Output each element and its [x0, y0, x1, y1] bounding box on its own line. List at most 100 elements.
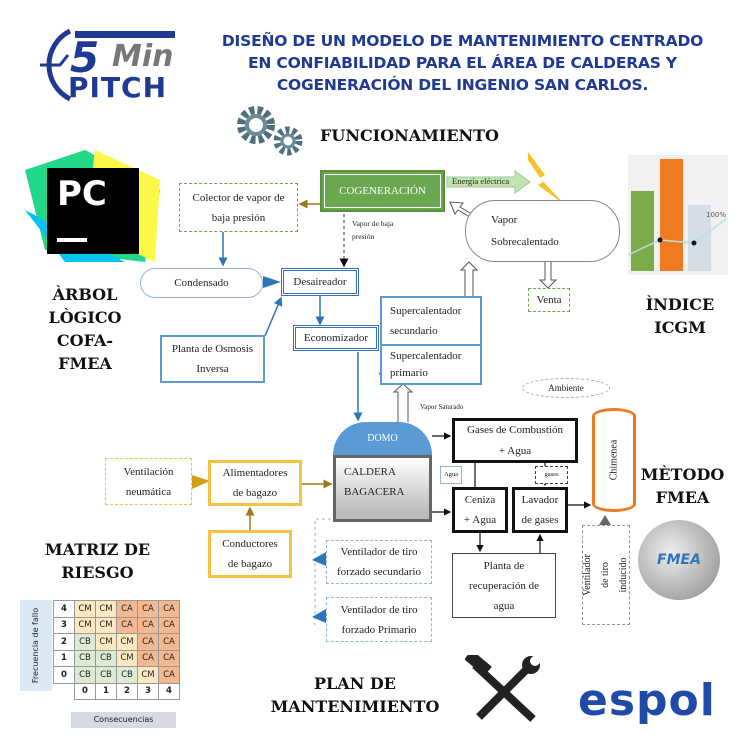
risk-cell: CB	[116, 666, 138, 684]
risk-cell: CB	[74, 649, 96, 667]
consequence-cell: 1	[95, 682, 117, 700]
cogeneracion-box: COGENERACIÓN	[320, 170, 445, 212]
frequency-cell: 3	[53, 616, 75, 634]
icgm-chart: 100%	[628, 155, 728, 275]
section-funcionamiento: FUNCIONAMIENTO	[320, 126, 499, 145]
risk-cell: CM	[95, 633, 117, 651]
alimentadores-bagazo-box: Alimentadores de bagazo	[208, 460, 302, 506]
espol-logo: espol	[578, 675, 716, 726]
chimenea-label: Chimenea	[608, 439, 620, 481]
risk-cell: CM	[74, 600, 96, 618]
section-metodo-fmea: MÈTODO FMEA	[630, 463, 735, 509]
risk-cell: CA	[158, 649, 180, 667]
logo-number: 5	[70, 33, 100, 82]
text-line: MATRIZ DE	[44, 540, 151, 559]
energia-electrica-label: Energía eléctrica	[452, 176, 510, 186]
vapor-sobrecalentado-cloud: Vapor Sobrecalentado	[465, 200, 620, 262]
logo-ring-icon	[40, 28, 175, 102]
title-line: EN CONFIABILIDAD PARA EL ÁREA DE CALDERA…	[248, 54, 677, 72]
consequence-cell: 4	[158, 682, 180, 700]
text-line: PLAN DE	[314, 674, 396, 693]
condensado-cloud: Condensado	[140, 268, 263, 298]
matrix-ylabel: Frecuencia de fallo	[31, 607, 41, 684]
vapor-baja-label: Vapor de baja presión	[352, 219, 394, 241]
risk-cell: CA	[116, 600, 138, 618]
planta-recuperacion-box: Planta de recuperación de agua	[452, 553, 556, 618]
text-line: FMEA	[655, 488, 710, 507]
consequence-cell: 2	[116, 682, 138, 700]
domo-box: DOMO	[333, 422, 432, 455]
risk-cell: CA	[158, 616, 180, 634]
text-line: LÒGICO	[48, 308, 122, 327]
risk-cell: CA	[137, 649, 159, 667]
venta-box: Venta	[528, 288, 570, 312]
text-line: ÌNDICE	[645, 295, 715, 314]
matrix-xlabel: Consecuencias	[93, 715, 154, 724]
chart-bar-orange	[660, 159, 683, 271]
chimenea-cylinder: Chimenea	[592, 408, 636, 512]
text-line: COFA-	[56, 331, 114, 350]
caldera-bagacera-box: CALDERA BAGACERA	[333, 455, 432, 522]
ceniza-agua-box: Ceniza + Agua	[452, 487, 508, 533]
risk-cell: CA	[137, 633, 159, 651]
risk-cell: CA	[137, 600, 159, 618]
pc-logo-text: PC	[57, 174, 107, 214]
text-line: MÈTODO	[640, 465, 725, 484]
ventilador-primario-box: Ventilador de tiro forzado Primario	[326, 597, 432, 642]
chart-label: 100%	[706, 211, 727, 219]
tools-icon	[465, 655, 540, 722]
matrix-xlabel-cell: Consecuencias	[71, 712, 176, 728]
agua-box: Agua	[440, 466, 462, 484]
pycharm-logo: PC	[25, 150, 160, 262]
risk-matrix-ylabel-cell: Frecuencia de fallo	[20, 600, 52, 691]
text-line: FMEA	[58, 354, 112, 373]
supercalentador-primario-box: Supercalentador primario	[380, 344, 482, 385]
text-line: ÀRBOL	[52, 285, 118, 304]
supercalentador-secundario-box: Supercalentador secundario	[380, 296, 482, 346]
fmea-globe-label: FMEA	[657, 552, 701, 568]
risk-cell: CM	[95, 600, 117, 618]
ventilador-inducido-box: Ventilador de tiro inducido	[582, 525, 630, 625]
cloud-label: Vapor Sobrecalentado	[491, 214, 559, 248]
risk-cell: CA	[116, 616, 138, 634]
frequency-cell: 1	[53, 649, 75, 667]
risk-cell: CA	[158, 600, 180, 618]
page-title: DISEÑO DE UN MODELO DE MANTENIMIENTO CEN…	[185, 30, 740, 96]
section-arbol-logico: ÀRBOL LÒGICO COFA- FMEA	[30, 283, 140, 375]
risk-cell: CM	[74, 616, 96, 634]
empty-cell	[53, 683, 75, 700]
logo-min: Min	[112, 39, 174, 74]
risk-cell: CA	[137, 616, 159, 634]
ambiente-ellipse: Ambiente	[522, 378, 610, 398]
risk-cell: CA	[158, 633, 180, 651]
risk-cell: CM	[137, 666, 159, 684]
frequency-cell: 0	[53, 666, 75, 684]
title-line: DISEÑO DE UN MODELO DE MANTENIMIENTO CEN…	[221, 32, 704, 50]
ventilacion-neumatica-box: Ventilación neumática	[105, 458, 192, 505]
economizador-box: Economizador	[293, 325, 379, 351]
fmea-globe: FMEA	[638, 520, 720, 600]
ventilador-secundario-box: Ventilador de tiro forzado secundario	[326, 540, 432, 584]
risk-cell: CM	[116, 649, 138, 667]
lavador-gases-box: Lavador de gases	[512, 487, 568, 533]
consequence-cell: 3	[137, 682, 159, 700]
gases-combustion-box: Gases de Combustión + Agua	[452, 418, 578, 463]
risk-cell: CB	[74, 633, 96, 651]
chart-line	[628, 218, 727, 256]
5min-pitch-logo: 5 Min PITCH	[30, 25, 180, 104]
colector-vapor-box: Colector de vapor de baja presión	[179, 183, 298, 232]
logo-pitch: PITCH	[68, 71, 168, 104]
risk-cell: CM	[116, 633, 138, 651]
ventilador-inducido-label: Ventilador de tiro inducido	[582, 554, 629, 596]
risk-cell: CM	[95, 616, 117, 634]
osmosis-box: Planta de Osmosis Inversa	[160, 335, 265, 383]
gears-icon	[237, 106, 303, 156]
